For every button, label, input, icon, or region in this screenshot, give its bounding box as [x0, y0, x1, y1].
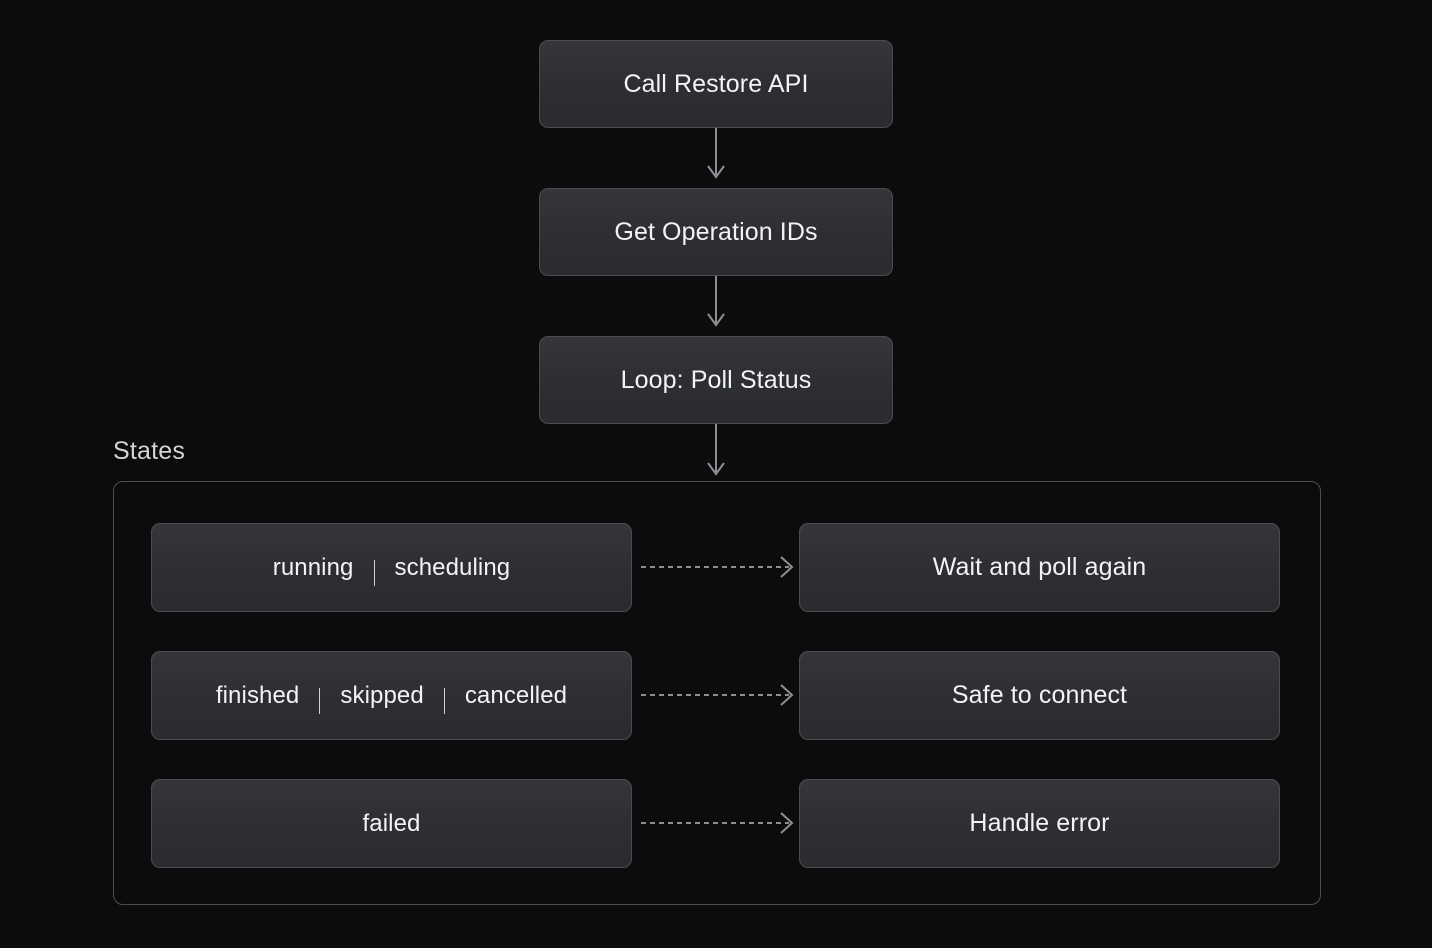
node-wait-and-poll-again[interactable]: Wait and poll again: [799, 523, 1280, 612]
state-list: failed: [363, 810, 421, 838]
node-failed[interactable]: failed: [151, 779, 632, 868]
node-get-operation-ids[interactable]: Get Operation IDs: [539, 188, 893, 276]
node-running-scheduling[interactable]: running scheduling: [151, 523, 632, 612]
node-label: Loop: Poll Status: [620, 365, 812, 394]
state-skipped: skipped: [340, 681, 424, 709]
node-loop-poll-status[interactable]: Loop: Poll Status: [539, 336, 893, 424]
state-separator: [443, 687, 445, 714]
states-group-label: States: [113, 437, 186, 465]
node-label: Wait and poll again: [932, 553, 1147, 581]
state-failed: failed: [362, 809, 421, 837]
state-finished: finished: [215, 681, 300, 709]
arrowhead-3: [707, 462, 725, 476]
node-label: Get Operation IDs: [614, 217, 818, 246]
node-handle-error[interactable]: Handle error: [799, 779, 1280, 868]
state-separator: [319, 687, 321, 714]
state-running: running: [272, 553, 354, 581]
node-call-restore-api[interactable]: Call Restore API: [539, 40, 893, 128]
node-label: Handle error: [969, 809, 1110, 837]
arrowhead-1: [707, 165, 725, 179]
state-list: running scheduling: [272, 553, 511, 586]
state-cancelled: cancelled: [464, 681, 568, 709]
node-label: Safe to connect: [951, 681, 1128, 709]
node-finished-skipped-cancelled[interactable]: finished skipped cancelled: [151, 651, 632, 740]
state-list: finished skipped cancelled: [215, 681, 568, 714]
states-group-container: [113, 481, 1321, 905]
state-separator: [373, 559, 375, 586]
node-safe-to-connect[interactable]: Safe to connect: [799, 651, 1280, 740]
arrowhead-2: [707, 313, 725, 327]
state-scheduling: scheduling: [394, 553, 511, 581]
node-label: Call Restore API: [623, 69, 809, 98]
